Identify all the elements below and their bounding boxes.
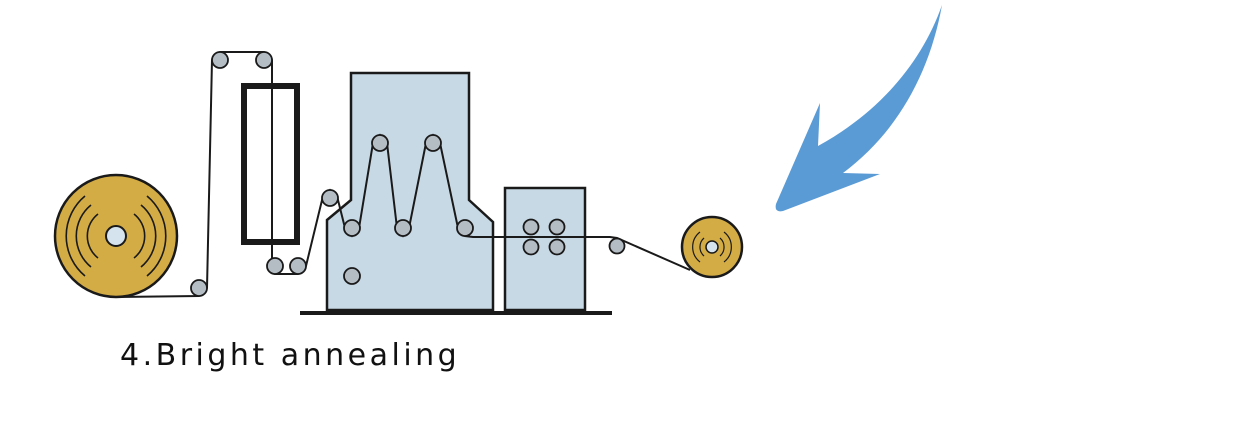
roller <box>456 219 474 237</box>
roller <box>321 189 339 207</box>
roller <box>608 237 626 255</box>
roller <box>371 134 389 152</box>
roller <box>548 218 566 236</box>
cleaning-frame <box>241 83 300 245</box>
pinch-roller-unit <box>503 186 587 312</box>
diagram-caption: 4.Bright annealing <box>120 338 461 373</box>
roller <box>424 134 442 152</box>
roller <box>211 51 229 69</box>
roller <box>343 219 361 237</box>
roller <box>394 219 412 237</box>
annealing-furnace <box>325 71 495 312</box>
roller <box>522 218 540 236</box>
roller <box>266 257 284 275</box>
roller <box>343 267 361 285</box>
roller <box>289 257 307 275</box>
direction-arrow-icon <box>775 5 942 212</box>
roller <box>255 51 273 69</box>
roller <box>548 238 566 256</box>
payoff-reel <box>53 173 179 299</box>
guide-rollers <box>190 51 626 297</box>
roller <box>190 279 208 297</box>
roller <box>522 238 540 256</box>
takeup-reel <box>680 215 744 279</box>
